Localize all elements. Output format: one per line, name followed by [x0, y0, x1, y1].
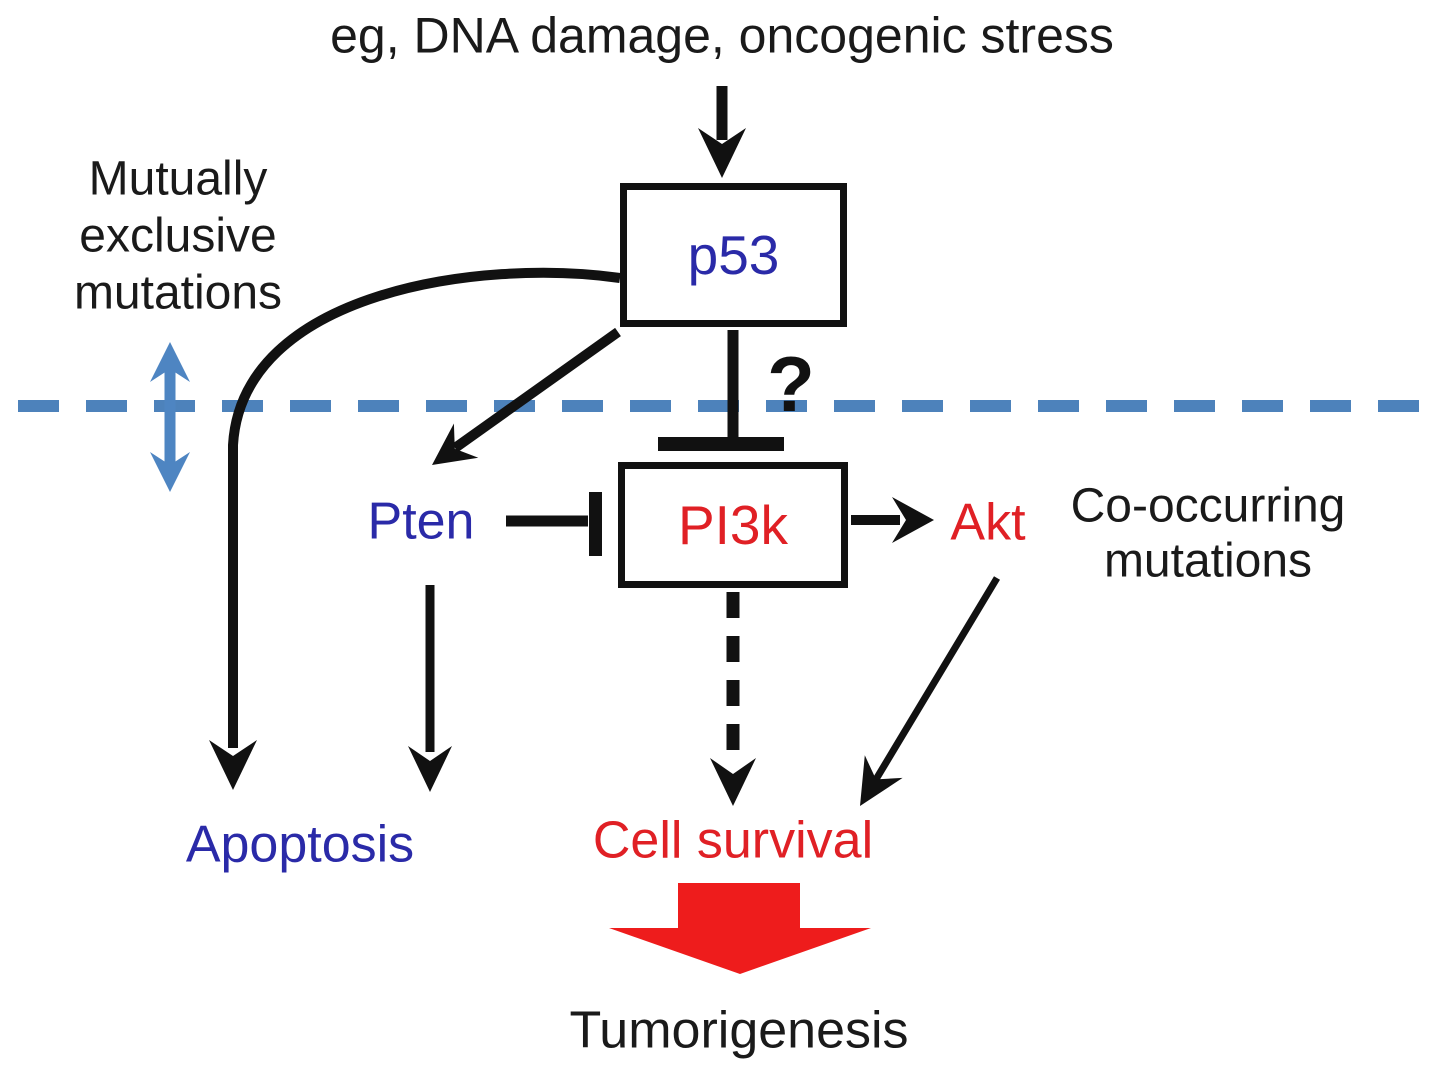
pten-inhibits-pi3k-tbar: [506, 492, 602, 556]
cell-survival-label: Cell survival: [592, 811, 874, 870]
p53-to-pten-arrow: [432, 327, 621, 465]
pi3k-to-cell-survival-dashed-arrow: [710, 592, 756, 806]
pi3k-node-label: PI3k: [677, 494, 789, 556]
apoptosis-label: Apoptosis: [185, 815, 415, 874]
pi3k-node-box: PI3k: [618, 462, 848, 588]
mutually-exclusive-label-line1: Mutually: [88, 152, 268, 206]
akt-node-label: Akt: [950, 493, 1026, 552]
cell-survival-to-tumorigenesis-block-arrow: [609, 883, 871, 974]
pten-node-label: Pten: [367, 492, 475, 551]
akt-to-cell-survival-arrow: [860, 576, 1000, 806]
mutually-exclusive-double-arrow-icon: [150, 342, 190, 492]
co-occurring-label-line2: mutations: [1103, 534, 1313, 588]
stimulus-label: eg, DNA damage, oncogenic stress: [330, 7, 1114, 64]
p53-node-box: p53: [620, 183, 847, 327]
co-occurring-label-line1: Co-occurring: [1070, 479, 1346, 533]
mutually-exclusive-label-line3: mutations: [73, 266, 283, 320]
question-mark-annotation: ?: [767, 340, 815, 429]
p53-node-label: p53: [687, 224, 780, 286]
p53-to-apoptosis-curve-arrow: [209, 267, 621, 790]
tumorigenesis-label: Tumorigenesis: [569, 1001, 909, 1060]
stimulus-to-p53-arrow: [698, 86, 746, 178]
mutually-exclusive-label-line2: exclusive: [79, 209, 277, 263]
pi3k-to-akt-arrow: [851, 497, 934, 543]
pten-to-apoptosis-arrow: [408, 585, 452, 792]
p53-inhibits-pi3k-tbar: [658, 330, 784, 451]
